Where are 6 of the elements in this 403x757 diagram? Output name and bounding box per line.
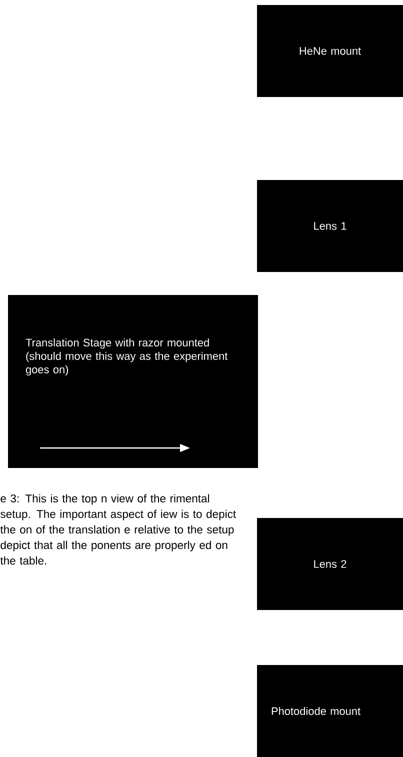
component-box: Lens 1: [257, 180, 403, 272]
component-box: Translation Stage with razor mounted (should move this way as the experiment goes on): [8, 295, 258, 468]
component-box: HeNe mount: [257, 5, 403, 97]
caption-text: e 3: This is the top n view of the rimental setup. The important aspect of iew is to depict the on of the translation e relative to the setup depict that all the ponents are properly ed on the table.: [0, 494, 236, 565]
component-box: Photodiode mount: [257, 665, 403, 757]
component-box: Lens 2: [257, 518, 403, 610]
